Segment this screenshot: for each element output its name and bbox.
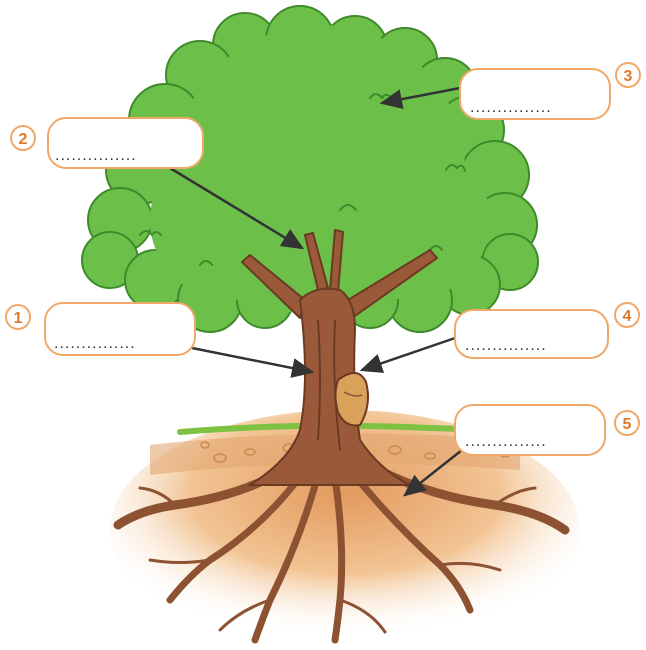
answer-blank-4: ............... [465,337,547,354]
number-1: 1 [14,310,23,327]
arrow-4 [362,337,458,370]
label-3: ............... 3 [460,63,640,119]
answer-blank-1: ............... [54,335,136,352]
answer-blank-2: ............... [55,147,137,164]
number-3: 3 [624,68,633,85]
label-1: 1 ............... [6,303,195,355]
label-5: ............... 5 [455,405,639,455]
number-4: 4 [623,308,632,325]
number-5: 5 [623,416,632,433]
arrow-1 [192,348,312,372]
label-2: 2 ............... [11,118,203,168]
bark-patch [336,373,369,426]
answer-blank-3: ............... [470,99,552,116]
number-2: 2 [19,131,28,148]
answer-blank-5: ............... [465,433,547,450]
label-4: ............... 4 [455,303,639,358]
